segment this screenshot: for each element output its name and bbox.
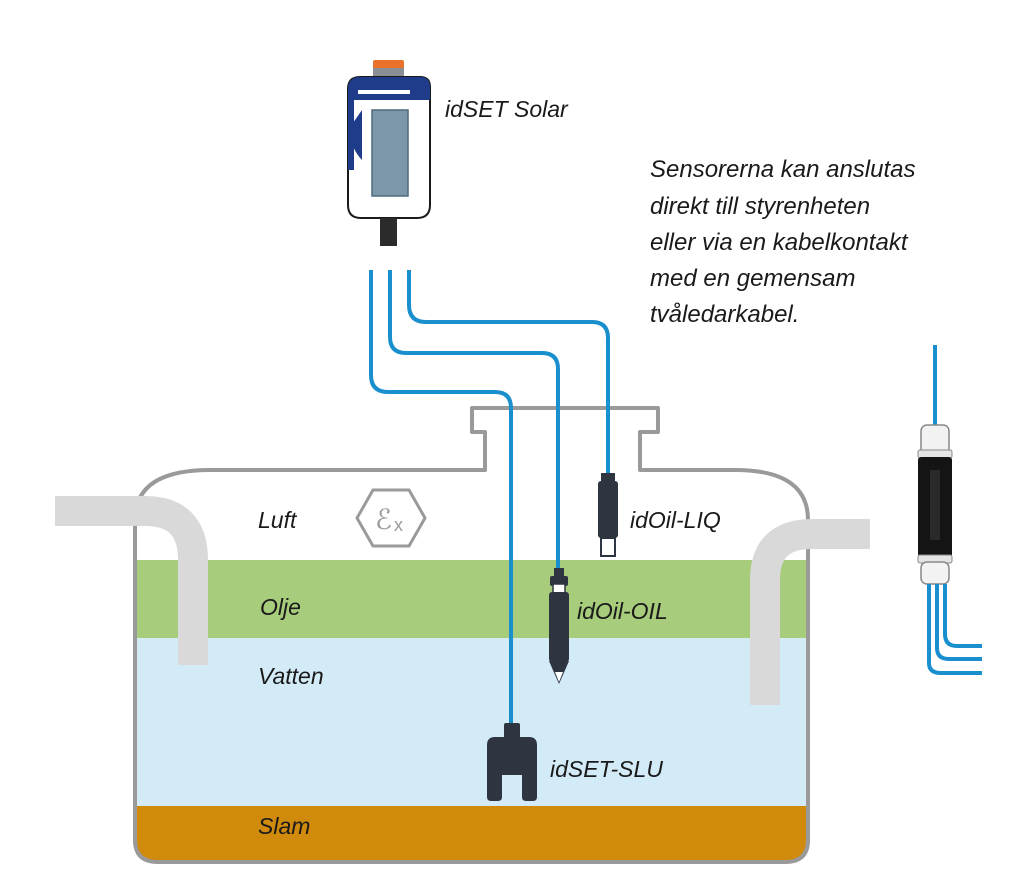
- cable-slu: [369, 270, 513, 728]
- inlet-pipe: [55, 496, 208, 665]
- note-line-2: direkt till styrenheten: [650, 193, 870, 220]
- layer-label-oil: Olje: [260, 594, 301, 620]
- sensor-slu: [487, 723, 537, 801]
- sensor-liq-body: [598, 481, 618, 538]
- sensor-slu-body: [487, 737, 537, 801]
- layer-label-water: Vatten: [258, 663, 324, 689]
- solar-panel: [371, 109, 409, 197]
- layer-label-sludge: Slam: [258, 813, 310, 839]
- tank-outline: [133, 406, 810, 864]
- ex-explosion-protection-icon: ℰ x: [355, 488, 427, 548]
- note-line-4: med en gemensam: [650, 265, 855, 292]
- water-layer: [135, 638, 808, 806]
- cable-oil: [388, 270, 560, 570]
- cables: [369, 270, 610, 728]
- svg-text:ℰ: ℰ: [375, 504, 392, 535]
- layer-label-air: Luft: [258, 507, 298, 533]
- sensor-slu-label: idSET-SLU: [550, 756, 663, 782]
- sensor-oil-label: idOil-OIL: [577, 598, 668, 624]
- svg-text:x: x: [394, 515, 403, 535]
- note-line-1: Sensorerna kan anslutas: [650, 156, 916, 183]
- sensor-liq-label: idOil-LIQ: [630, 507, 721, 533]
- sludge-layer: [135, 806, 808, 862]
- sensor-oil-body: [549, 592, 569, 662]
- sensor-oil: [549, 568, 569, 684]
- note-line-3: eller via en kabelkontakt: [650, 229, 909, 256]
- controller-label: idSET Solar: [445, 96, 569, 122]
- note-text: Sensorerna kan anslutas direkt till styr…: [650, 156, 922, 328]
- controller-connector: [380, 218, 397, 246]
- cable-connector: [917, 345, 982, 675]
- note-line-5: tvåledarkabel.: [650, 301, 799, 328]
- cable-liq: [407, 270, 610, 478]
- outlet-pipe: [750, 519, 870, 705]
- sensor-liq: [598, 473, 618, 557]
- controller-device: [347, 60, 431, 246]
- oil-layer: [135, 560, 808, 638]
